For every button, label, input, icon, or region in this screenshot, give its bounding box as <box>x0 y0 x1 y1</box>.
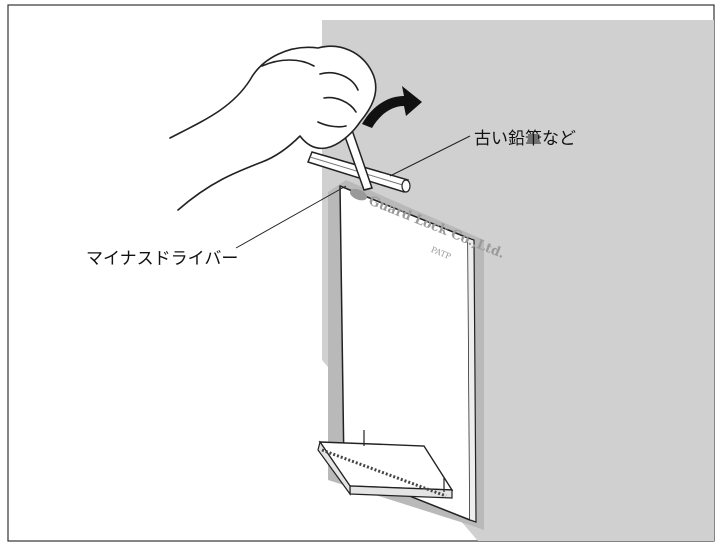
logo-mark-icon <box>349 188 368 201</box>
plate-edge <box>467 237 477 523</box>
hand <box>169 45 377 211</box>
pencil-leader-line <box>389 135 471 177</box>
curved-arrow-icon <box>362 86 422 128</box>
screwdriver-label: マイナスドライバー <box>86 249 239 269</box>
screwdriver-leader-line <box>235 185 347 249</box>
pencil-label: 古い鉛筆など <box>474 129 576 149</box>
bottom-tray <box>317 430 454 499</box>
